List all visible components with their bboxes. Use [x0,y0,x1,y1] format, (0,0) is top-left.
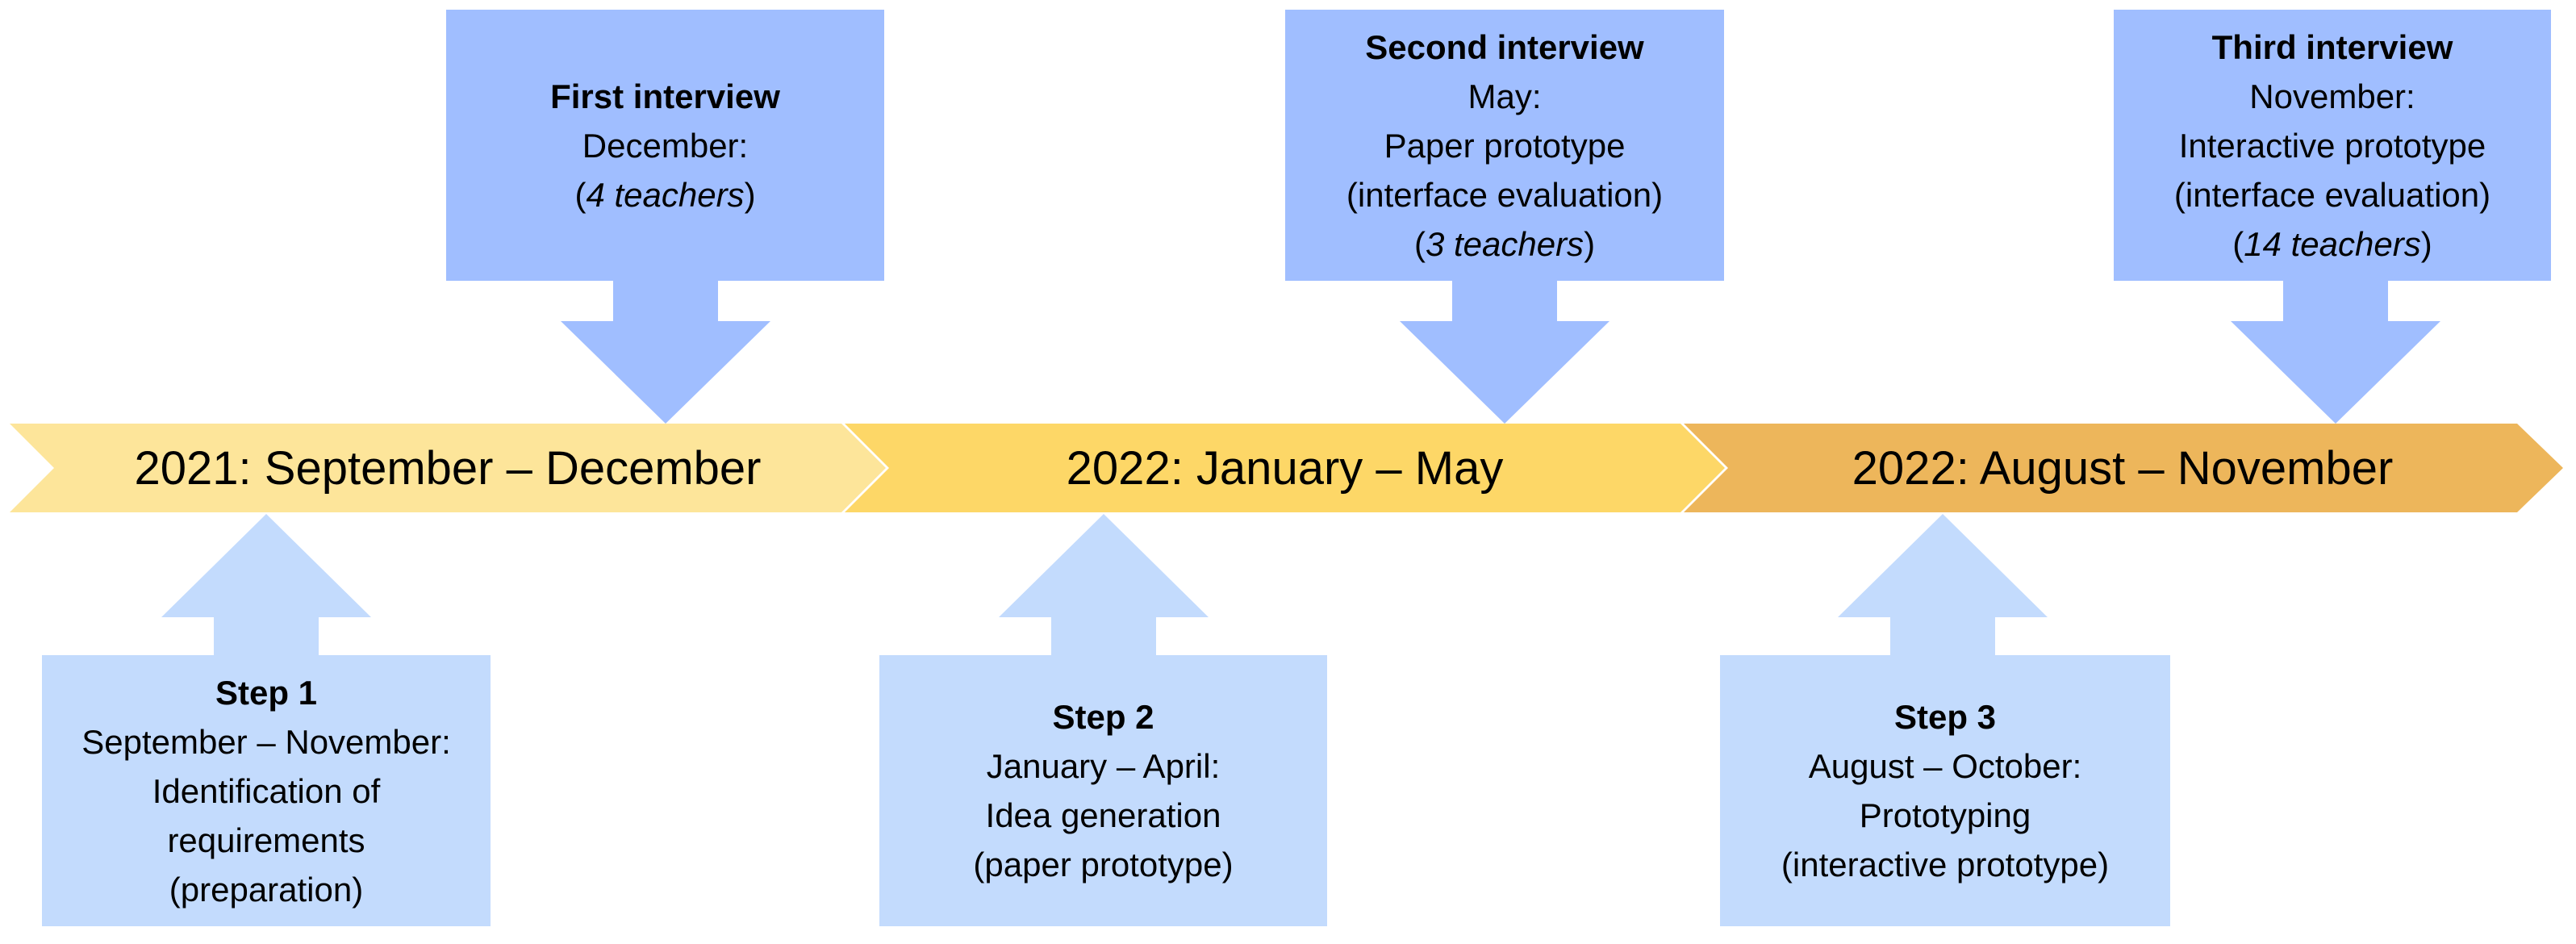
interview-title: Third interview [2211,27,2453,66]
step-period: January – April: [986,747,1221,785]
step-3-box: Step 3 August – October: Prototyping (in… [1720,655,2170,926]
phase-3-chevron [1684,424,2563,512]
interview-detail: Interactive prototype [2178,126,2486,165]
step-detail: (paper prototype) [973,846,1234,883]
interview-title: Second interview [1365,27,1644,66]
phase-2-chevron [845,424,1725,512]
phase-1-label: 2021: September – December [134,441,762,495]
step-3-callout [1720,514,2170,926]
interview-title: First interview [550,77,780,115]
step-2-callout [879,514,1327,926]
second-interview-callout [1285,10,1724,424]
step-detail: requirements [167,821,365,859]
third-interview-box: Third interview November: Interactive pr… [2114,10,2551,281]
phase-1-chevron [10,424,886,512]
interview-count: (3 teachers) [1413,224,1596,263]
step-1-callout [42,514,491,926]
interview-period: November: [2249,77,2415,115]
step-title: Step 3 [1893,698,1997,736]
step-1-box: Step 1 September – November: Identificat… [42,655,491,926]
interview-period: December: [582,126,749,165]
first-interview-box: First interview December: (4 teachers) [446,10,884,281]
step-detail: (preparation) [169,870,364,908]
step-period: August – October: [1808,747,2082,785]
interview-detail: Paper prototype [1384,126,1626,165]
phase-2-label: 2022: January – May [1066,441,1504,495]
second-interview-box: Second interview May: Paper prototype (i… [1285,10,1724,281]
step-period: September – November: [81,722,451,761]
step-title: Step 1 [215,673,318,712]
step-detail: Idea generation [985,796,1221,834]
interview-period: May: [1468,77,1542,115]
third-interview-callout [2114,10,2551,424]
interview-detail: (interface evaluation) [1346,175,1664,214]
step-detail: (interactive prototype) [1781,846,2110,883]
step-detail: Prototyping [1859,796,2031,834]
first-interview-callout [446,10,884,424]
interview-detail: (interface evaluation) [2173,175,2491,214]
interview-count: (4 teachers) [574,175,756,214]
step-2-box: Step 2 January – April: Idea generation … [879,655,1327,926]
step-title: Step 2 [1052,698,1154,736]
step-detail: Identification of [152,771,381,810]
phase-3-label: 2022: August – November [1852,441,2394,495]
interview-count: (14 teachers) [2232,224,2432,263]
